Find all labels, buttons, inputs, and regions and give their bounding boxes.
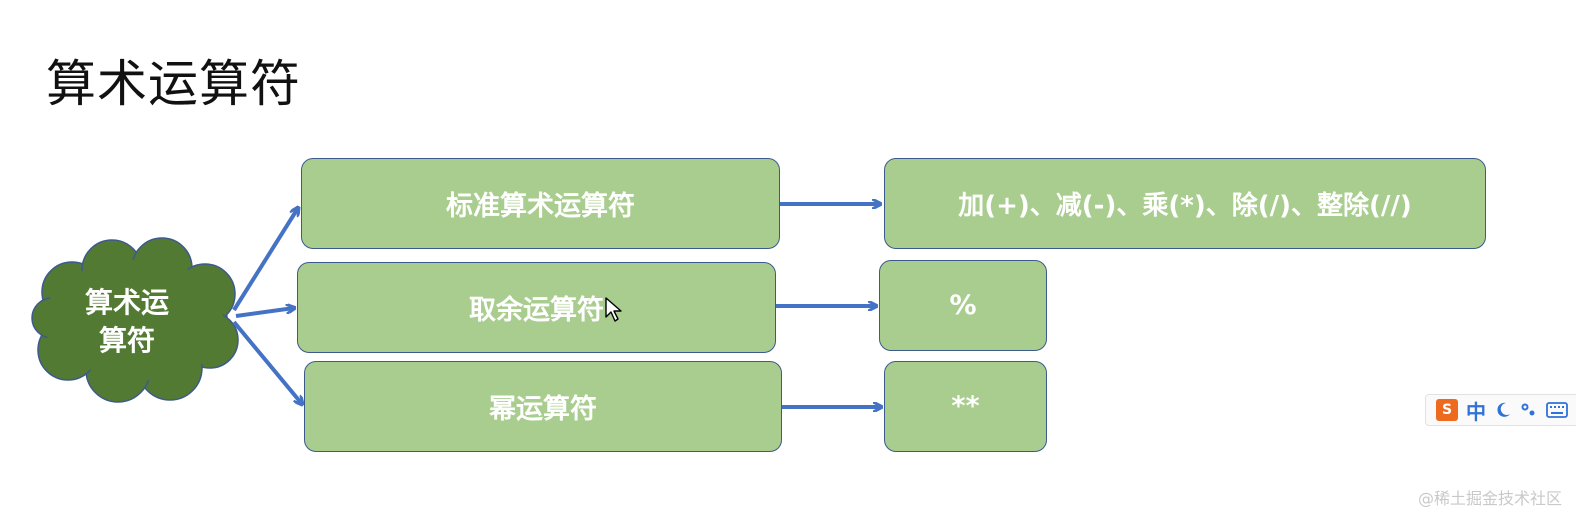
arrow-to-remainder [235,308,294,318]
keyboard-icon[interactable] [1546,402,1568,418]
power-operator-detail-box: ** [884,361,1047,452]
cloud-label-line2: 算符 [98,324,155,357]
moon-icon[interactable] [1494,401,1512,419]
mouse-cursor-icon [605,297,622,322]
cloud-label-line1: 算术运 [84,286,169,319]
standard-operator-box: 标准算术运算符 [301,158,780,249]
cloud-shape [31,237,239,403]
ime-toolbar[interactable]: S 中 [1425,394,1576,426]
watermark: @稀土掘金技术社区 [1417,489,1562,508]
arrow-to-power [232,320,302,404]
page-title: 算术运算符 [46,55,301,113]
standard-operator-detail-box: 加(+)、减(-)、乘(*)、除(/)、整除(//) [884,158,1486,249]
arrow-to-standard [232,208,298,312]
remainder-operator-box: 取余运算符 [297,262,776,353]
remainder-operator-detail-box: % [879,260,1047,351]
punctuation-icon[interactable] [1520,401,1538,419]
power-operator-box: 幂运算符 [304,361,782,452]
cloud-label: 算术运 算符 [52,284,202,360]
sogou-logo-icon[interactable]: S [1436,399,1458,421]
ime-mode-toggle[interactable]: 中 [1466,399,1486,424]
